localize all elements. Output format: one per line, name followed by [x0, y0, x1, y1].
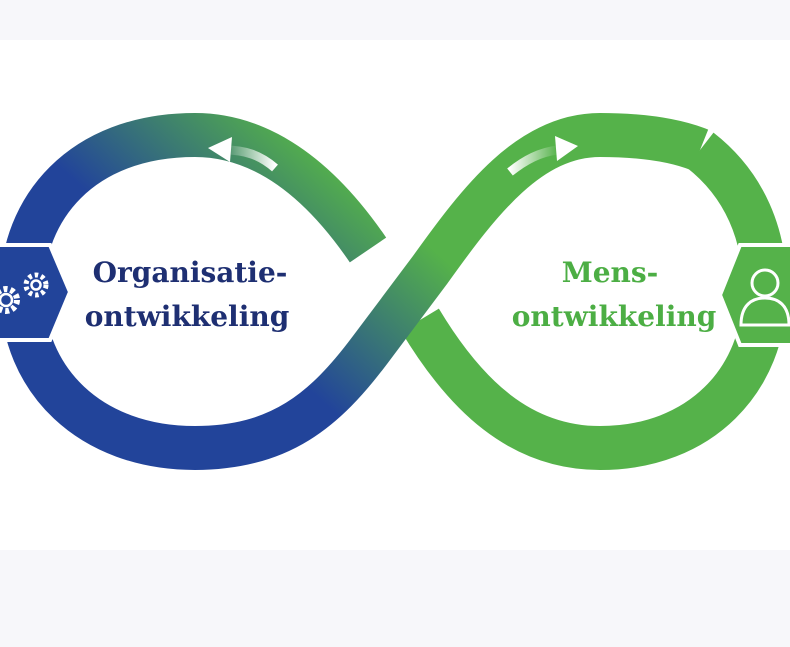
green-loop-lower — [401, 132, 788, 471]
left-label-line2: ontwikkeling — [85, 300, 290, 333]
left-label-line1: Organisatie- — [93, 256, 288, 289]
gears-icon — [0, 272, 49, 314]
right-label-line1: Mens- — [562, 256, 659, 289]
gears-badge — [0, 243, 73, 342]
right-label-line2: ontwikkeling — [512, 300, 717, 333]
blue-loop — [0, 112, 709, 471]
arrow-left-icon — [208, 137, 278, 172]
person-icon — [739, 268, 790, 327]
person-badge — [717, 243, 790, 347]
arrow-right-icon — [507, 136, 578, 176]
